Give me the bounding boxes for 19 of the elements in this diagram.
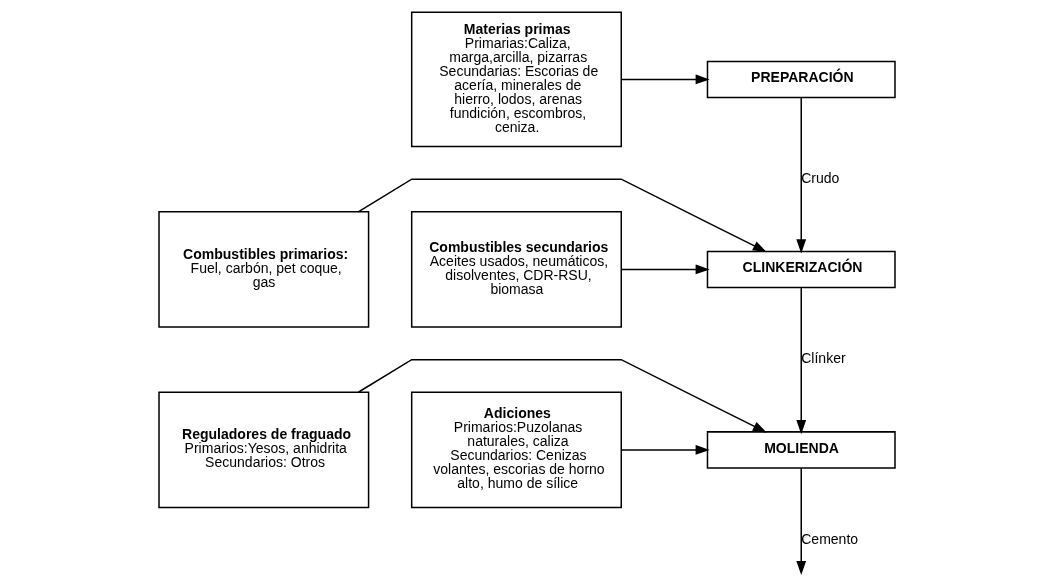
arrow bbox=[796, 467, 807, 575]
edge-label: Clínker bbox=[801, 350, 846, 367]
node-box: PREPARACIÓN bbox=[706, 60, 896, 99]
node-box: Reguladores de fraguado Primarios:Yesos, anhidrita Secundarios: Otros bbox=[158, 391, 370, 509]
node-box: Combustibles secundarios Aceites usados, neumáticos, disolventes, CDR-RSU, biomasa bbox=[410, 211, 622, 328]
arrow bbox=[357, 178, 767, 253]
edge-label: Cemento bbox=[801, 530, 859, 547]
arrow bbox=[796, 97, 807, 254]
edge-label: Crudo bbox=[801, 169, 840, 186]
node-box: Materias primas Primarias:Caliza, marga,arcilla, pizarras Secundarias: Escorias de acería, minerales de hierro, lodos, arenas fundición, escombros, ceniza. bbox=[410, 11, 622, 148]
node-box: Combustibles primarios: Fuel, carbón, pet coque, gas bbox=[158, 211, 370, 328]
arrow bbox=[620, 74, 710, 85]
node-box: MOLIENDA bbox=[706, 431, 896, 469]
node-box: CLINKERIZACIÓN bbox=[706, 250, 896, 289]
arrow bbox=[620, 445, 710, 455]
arrow bbox=[796, 286, 807, 435]
arrow bbox=[620, 264, 710, 275]
arrow bbox=[357, 358, 767, 433]
node-box: Adiciones Primarios:Puzolanas naturales, caliza Secundarios: Cenizas volantes, escorias de horno alto, humo de sílice bbox=[410, 391, 622, 509]
